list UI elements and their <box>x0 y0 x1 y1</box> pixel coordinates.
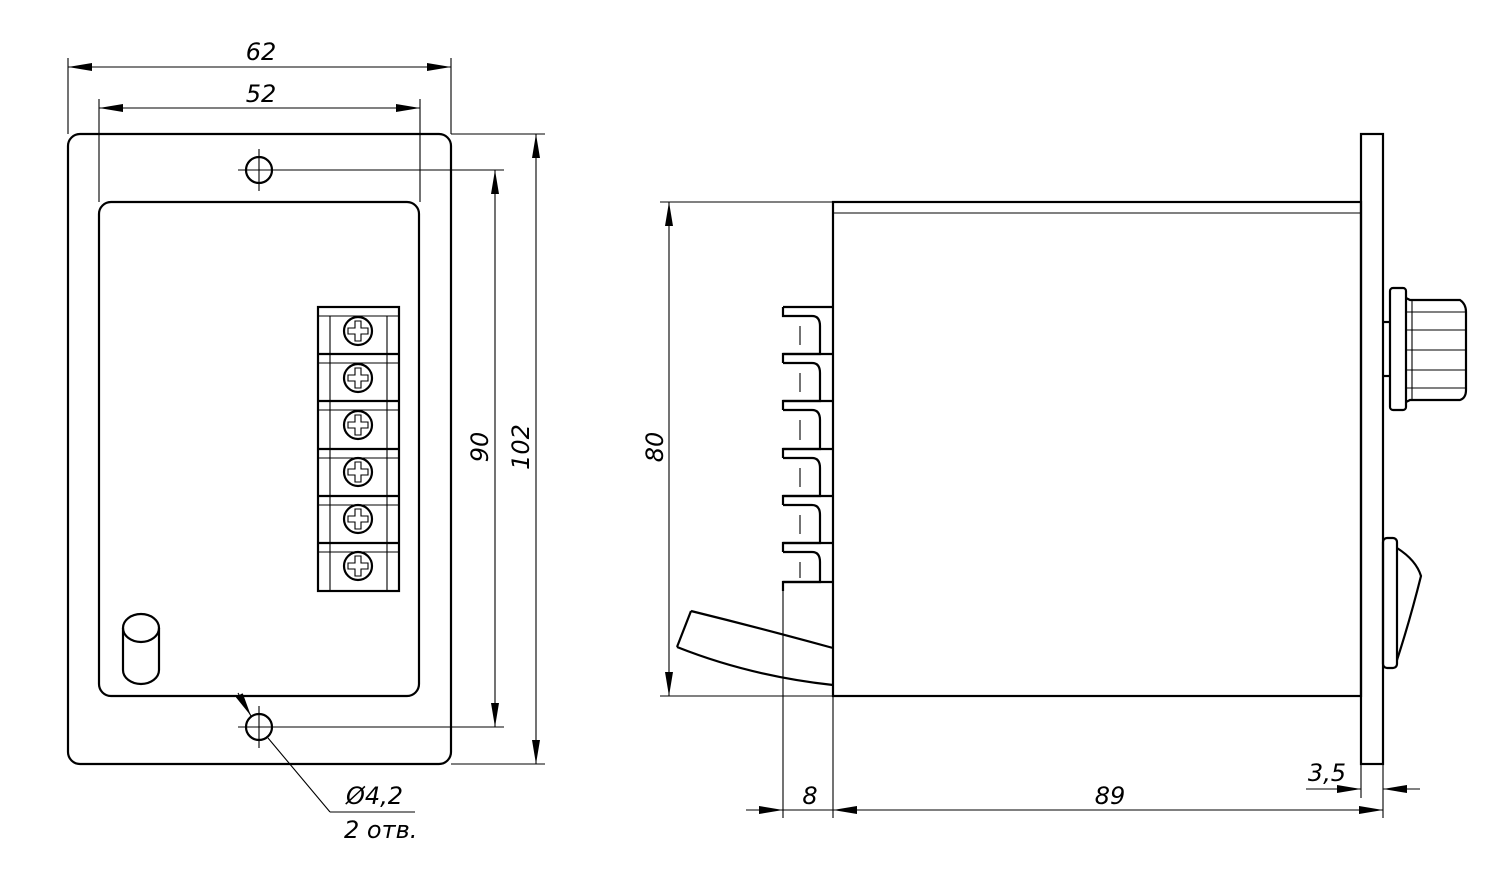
front-flange <box>1359 132 1385 766</box>
terminal-screw-5-icon <box>342 503 374 535</box>
side-view: 80 8 89 3,5 <box>641 132 1468 818</box>
terminal-screw-6-icon <box>342 550 374 582</box>
mounting-hole-bottom <box>238 706 280 748</box>
hole-count-label: 2 отв. <box>344 816 417 844</box>
housing-body <box>831 200 1363 698</box>
cable <box>675 609 834 687</box>
dim-width-outer-label: 62 <box>246 38 277 66</box>
dim-flange-thickness: 3,5 <box>1306 759 1420 798</box>
terminal-block <box>316 305 401 593</box>
dim-terminal-depth: 8 <box>746 591 834 818</box>
dim-height-outer-label: 102 <box>507 424 535 470</box>
front-inner-body <box>97 200 421 698</box>
dim-width-inner-label: 52 <box>246 80 277 108</box>
dim-body-height-label: 80 <box>641 432 669 463</box>
dim-height-holes-label: 90 <box>466 432 494 463</box>
hole-diameter-label: Ø4,2 <box>345 782 403 810</box>
front-panel-outline <box>66 132 453 766</box>
knob-icon <box>1383 286 1468 412</box>
hole-callout: Ø4,2 2 отв. <box>235 692 417 844</box>
dim-body-height: 80 <box>641 201 833 697</box>
terminal-screw-2-icon <box>342 362 374 394</box>
dim-flange-thickness-label: 3,5 <box>1308 759 1346 787</box>
mounting-hole-top <box>238 149 280 191</box>
rocker-switch-icon <box>1381 536 1423 670</box>
dim-body-length-label: 89 <box>1095 782 1126 810</box>
terminal-screw-3-icon <box>342 409 374 441</box>
terminal-screw-4-icon <box>342 456 374 488</box>
dim-body-length: 89 <box>833 764 1384 818</box>
dim-width-outer: 62 <box>67 38 452 134</box>
dim-height-holes: 90 <box>280 169 504 728</box>
front-view: 62 52 90 102 Ø4,2 2 отв. <box>66 38 545 844</box>
dim-height-outer: 102 <box>451 133 545 765</box>
dim-terminal-depth-label: 8 <box>802 782 817 810</box>
dim-width-inner: 52 <box>98 80 421 202</box>
cable-gland <box>121 612 161 686</box>
side-terminal-block <box>781 305 833 591</box>
terminal-screw-1-icon <box>342 315 374 347</box>
